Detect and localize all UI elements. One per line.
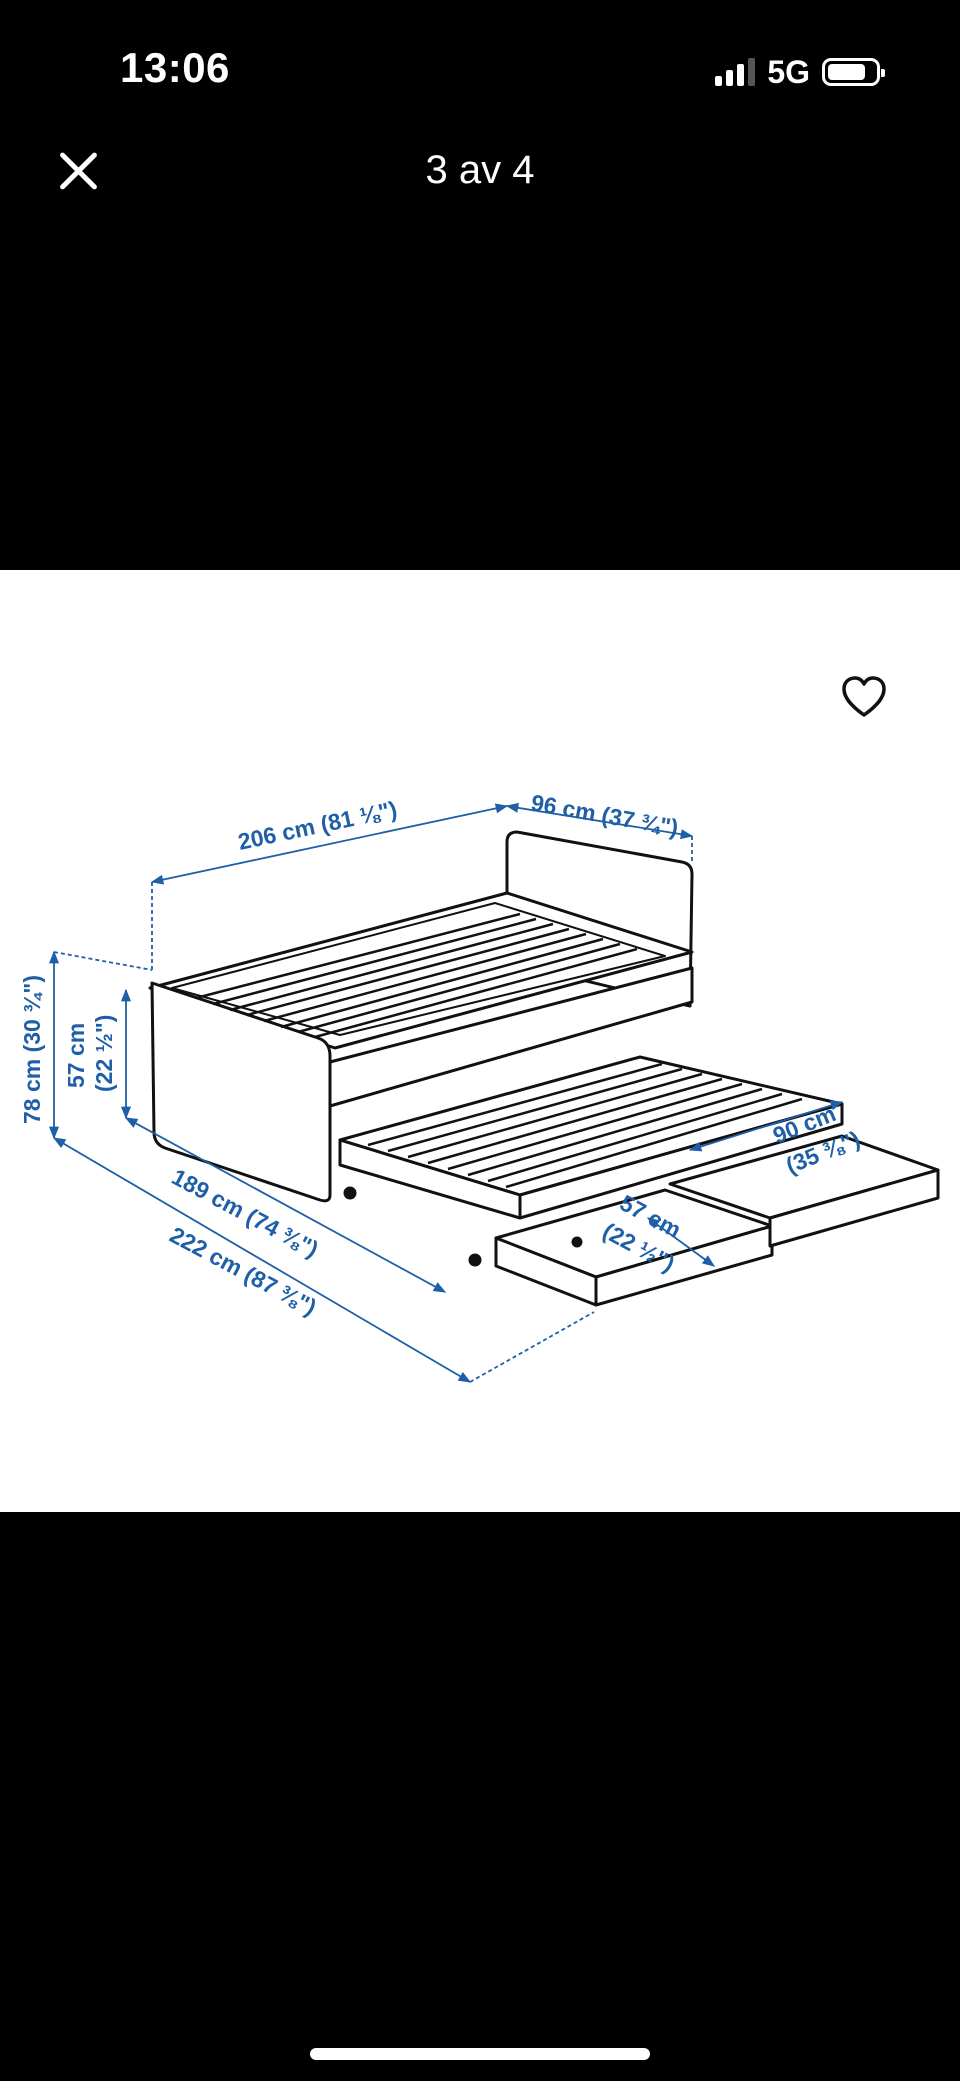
signal-icon (715, 58, 756, 86)
label-height-57: 57 cm (63, 1023, 89, 1088)
heart-outline-icon[interactable] (840, 675, 888, 719)
status-indicators: 5G (715, 52, 885, 92)
label-height-78: 78 cm (30 ¾") (19, 975, 45, 1124)
dimension-lines (48, 802, 844, 1383)
battery-icon (822, 58, 885, 86)
network-type: 5G (767, 53, 810, 90)
image-counter: 3 av 4 (425, 148, 535, 192)
status-bar: 13:06 5G (0, 0, 960, 140)
bed-dimensions-diagram: 206 cm (81 ⅛") 96 cm (37 ¾") 78 cm (30 ¾… (19, 789, 940, 1383)
label-width-96: 96 cm (37 ¾") (529, 789, 680, 840)
upper-slats (195, 912, 638, 1039)
label-height-57-in: (22 ½") (91, 1015, 117, 1092)
status-time: 13:06 (120, 44, 230, 91)
home-indicator[interactable] (310, 2048, 650, 2060)
viewer-top-bar: 3 av 4 (0, 130, 960, 210)
product-image: 206 cm (81 ⅛") 96 cm (37 ¾") 78 cm (30 ¾… (0, 570, 960, 1512)
